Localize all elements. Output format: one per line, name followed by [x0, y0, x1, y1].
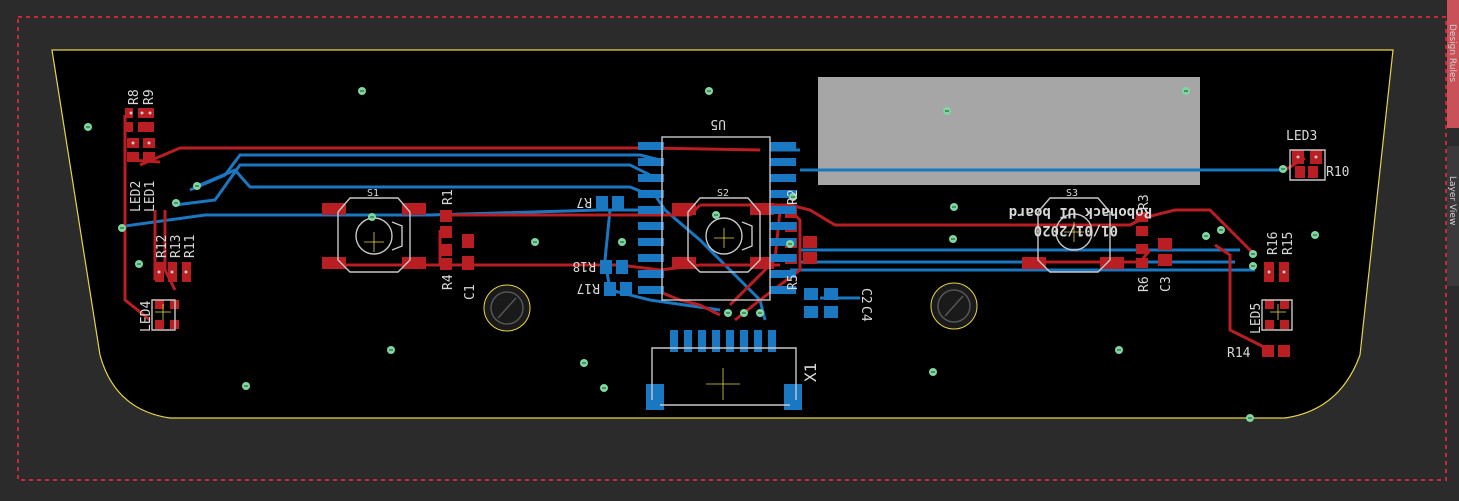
side-tab-design-rules[interactable]: Design Rules — [1447, 0, 1459, 128]
label-r17: R17 — [577, 280, 600, 295]
label-r13: R13 — [169, 235, 184, 258]
label-r14: R14 — [1227, 346, 1251, 361]
label-led3: LED3 — [1286, 129, 1317, 144]
label-r16: R16 — [1266, 232, 1281, 255]
copper-zone[interactable] — [818, 77, 1200, 185]
label-r12: R12 — [155, 235, 170, 258]
label-r6: R6 — [1137, 276, 1152, 292]
label-r9: R9 — [142, 89, 157, 105]
smd-pads[interactable] — [125, 108, 1322, 410]
label-s2: S2 — [717, 188, 729, 199]
label-led1: LED1 — [143, 181, 158, 212]
label-r4: R4 — [441, 274, 456, 290]
label-r2: R2 — [786, 189, 801, 205]
board-title-line-1: Robohack UI board — [1009, 204, 1152, 220]
board-title-line-2: 01/01/2020 — [1034, 222, 1118, 238]
label-led5: LED5 — [1249, 303, 1264, 334]
label-c2: C2 — [858, 288, 873, 304]
label-led4: LED4 — [139, 301, 154, 332]
label-r7: R7 — [576, 194, 592, 209]
label-x1: X1 — [801, 363, 820, 382]
label-r3: R3 — [1137, 194, 1152, 210]
label-c1: C1 — [463, 284, 478, 300]
board-title: Robohack UI board 01/01/2020 — [1009, 204, 1152, 238]
label-c4: C4 — [858, 306, 873, 322]
label-u5: U5 — [710, 116, 726, 131]
mounting-holes[interactable] — [483, 282, 978, 332]
label-s1: S1 — [367, 188, 379, 199]
label-c3: C3 — [1159, 276, 1174, 292]
clearance-border — [17, 16, 1447, 481]
label-r1: R1 — [441, 189, 456, 205]
label-r18: R18 — [573, 258, 596, 273]
label-r15: R15 — [1281, 232, 1296, 255]
side-tab-layer-view-label: Layer View — [1447, 176, 1457, 226]
label-r8: R8 — [127, 89, 142, 105]
component-origins — [155, 222, 1286, 400]
silkscreen-labels: R8 R9 LED2 LED1 R12 R13 R11 LED4 S1 R1 R… — [127, 89, 1349, 382]
vias[interactable] — [84, 87, 1319, 422]
label-r10: R10 — [1326, 165, 1349, 180]
label-s3: S3 — [1066, 188, 1078, 199]
side-tab-layer-view[interactable]: Layer View — [1447, 146, 1459, 286]
label-r5: R5 — [786, 274, 801, 290]
label-r11: R11 — [183, 235, 198, 258]
side-tab-design-rules-label: Design Rules — [1447, 24, 1457, 83]
label-led2: LED2 — [129, 181, 144, 212]
